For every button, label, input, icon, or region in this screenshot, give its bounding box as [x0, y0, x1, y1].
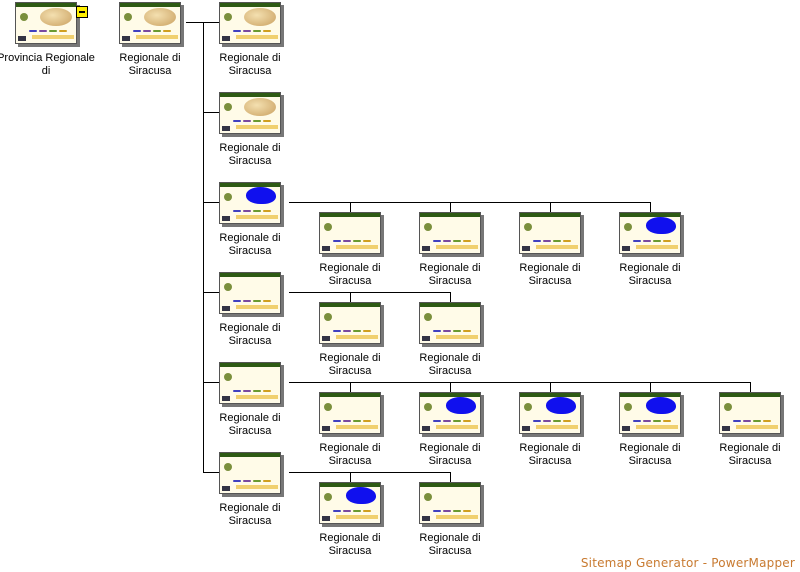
connector-line	[289, 202, 651, 203]
connector-line	[203, 112, 220, 113]
page-thumbnail[interactable]	[319, 482, 381, 524]
grandchild-page-node-4-2[interactable]: Regionale di Siracusa	[400, 302, 500, 378]
connector-line	[203, 292, 220, 293]
page-thumbnail[interactable]	[519, 212, 581, 254]
footer-credit: Sitemap Generator - PowerMapper	[580, 556, 795, 570]
child-page-node-5[interactable]: Regionale di Siracusa	[200, 362, 300, 438]
grandchild-page-node-5-3[interactable]: Regionale di Siracusa	[500, 392, 600, 468]
grandchild-page-node-3-3[interactable]: Regionale di Siracusa	[500, 212, 600, 288]
page-thumbnail[interactable]	[619, 212, 681, 254]
page-label: Regionale di Siracusa	[219, 322, 281, 347]
page-label: Regionale di Siracusa	[119, 52, 181, 77]
child-page-node-1[interactable]: Regionale di Siracusa	[200, 2, 300, 78]
connector-line	[350, 382, 351, 392]
grandchild-page-node-5-1[interactable]: Regionale di Siracusa	[300, 392, 400, 468]
connector-line	[289, 472, 451, 473]
page-thumbnail[interactable]	[319, 302, 381, 344]
connector-line	[550, 382, 551, 392]
grandchild-page-node-5-4[interactable]: Regionale di Siracusa	[600, 392, 700, 468]
grandchild-page-node-3-4[interactable]: Regionale di Siracusa	[600, 212, 700, 288]
connector-line	[450, 292, 451, 302]
page-thumbnail[interactable]	[319, 392, 381, 434]
page-thumbnail[interactable]	[319, 212, 381, 254]
connector-line	[186, 22, 204, 23]
page-label: Regionale di Siracusa	[219, 52, 281, 77]
connector-line	[350, 472, 351, 482]
page-label: Regionale di Siracusa	[319, 532, 381, 557]
grandchild-page-node-6-1[interactable]: Regionale di Siracusa	[300, 482, 400, 558]
page-label: Regionale di Siracusa	[219, 232, 281, 257]
connector-line	[750, 382, 751, 392]
collapse-toggle-button[interactable]	[76, 6, 88, 18]
connector-line	[203, 22, 220, 23]
page-thumbnail[interactable]	[15, 2, 77, 44]
page-thumbnail[interactable]	[419, 482, 481, 524]
page-thumbnail[interactable]	[219, 272, 281, 314]
page-label: Regionale di Siracusa	[219, 412, 281, 437]
page-label: Regionale di Siracusa	[419, 352, 481, 377]
connector-line	[650, 202, 651, 212]
page-label: Regionale di Siracusa	[319, 352, 381, 377]
grandchild-page-node-6-2[interactable]: Regionale di Siracusa	[400, 482, 500, 558]
root-page-node[interactable]: Provincia Regionale di	[0, 2, 96, 78]
page-label: Regionale di Siracusa	[619, 442, 681, 467]
page-label: Regionale di Siracusa	[719, 442, 781, 467]
connector-line	[450, 382, 451, 392]
connector-line	[350, 202, 351, 212]
connector-line	[650, 382, 651, 392]
page-label: Regionale di Siracusa	[319, 442, 381, 467]
page-thumbnail[interactable]	[219, 182, 281, 224]
connector-line	[550, 202, 551, 212]
grandchild-page-node-5-5[interactable]: Regionale di Siracusa	[700, 392, 800, 468]
page-label: Regionale di Siracusa	[219, 502, 281, 527]
page-thumbnail[interactable]	[619, 392, 681, 434]
page-label: Regionale di Siracusa	[519, 262, 581, 287]
page-label: Regionale di Siracusa	[219, 142, 281, 167]
page-label: Regionale di Siracusa	[319, 262, 381, 287]
connector-line	[450, 472, 451, 482]
page-thumbnail[interactable]	[219, 2, 281, 44]
grandchild-page-node-4-1[interactable]: Regionale di Siracusa	[300, 302, 400, 378]
page-thumbnail[interactable]	[119, 2, 181, 44]
child-page-node-3[interactable]: Regionale di Siracusa	[200, 182, 300, 258]
connector-line	[203, 22, 204, 472]
page-thumbnail[interactable]	[219, 92, 281, 134]
page-thumbnail[interactable]	[219, 452, 281, 494]
level1-page-node[interactable]: Regionale di Siracusa	[100, 2, 200, 78]
page-thumbnail[interactable]	[719, 392, 781, 434]
grandchild-page-node-5-2[interactable]: Regionale di Siracusa	[400, 392, 500, 468]
page-thumbnail[interactable]	[419, 212, 481, 254]
child-page-node-2[interactable]: Regionale di Siracusa	[200, 92, 300, 168]
page-label: Regionale di Siracusa	[519, 442, 581, 467]
connector-line	[450, 202, 451, 212]
child-page-node-4[interactable]: Regionale di Siracusa	[200, 272, 300, 348]
connector-line	[203, 382, 220, 383]
page-label: Provincia Regionale di	[0, 52, 95, 77]
page-label: Regionale di Siracusa	[419, 532, 481, 557]
connector-line	[203, 202, 220, 203]
grandchild-page-node-3-1[interactable]: Regionale di Siracusa	[300, 212, 400, 288]
page-label: Regionale di Siracusa	[419, 262, 481, 287]
page-label: Regionale di Siracusa	[619, 262, 681, 287]
page-thumbnail[interactable]	[219, 362, 281, 404]
page-thumbnail[interactable]	[519, 392, 581, 434]
page-thumbnail[interactable]	[419, 392, 481, 434]
page-thumbnail[interactable]	[419, 302, 481, 344]
connector-line	[203, 472, 220, 473]
connector-line	[289, 292, 451, 293]
grandchild-page-node-3-2[interactable]: Regionale di Siracusa	[400, 212, 500, 288]
page-label: Regionale di Siracusa	[419, 442, 481, 467]
child-page-node-6[interactable]: Regionale di Siracusa	[200, 452, 300, 528]
connector-line	[350, 292, 351, 302]
connector-line	[289, 382, 751, 383]
